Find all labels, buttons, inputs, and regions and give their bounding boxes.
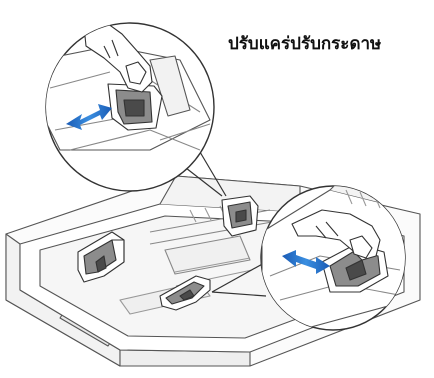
- double-arrow-icon: [282, 250, 330, 274]
- paper-guide-icon: [107, 83, 163, 131]
- callout-pointer-right: [211, 261, 267, 297]
- back-paper-guide-icon: [221, 195, 259, 237]
- hand-icon: [83, 23, 153, 93]
- front-paper-guide-icon: [159, 275, 211, 311]
- hand-icon: [291, 209, 381, 261]
- callout-pointer-top: [185, 151, 227, 197]
- double-arrow-icon: [66, 104, 112, 130]
- magnifier-callout-top: [45, 22, 215, 192]
- instruction-caption: ปรับแคร่ปรับกระดาษ: [228, 34, 382, 54]
- left-paper-guide-icon: [77, 231, 125, 283]
